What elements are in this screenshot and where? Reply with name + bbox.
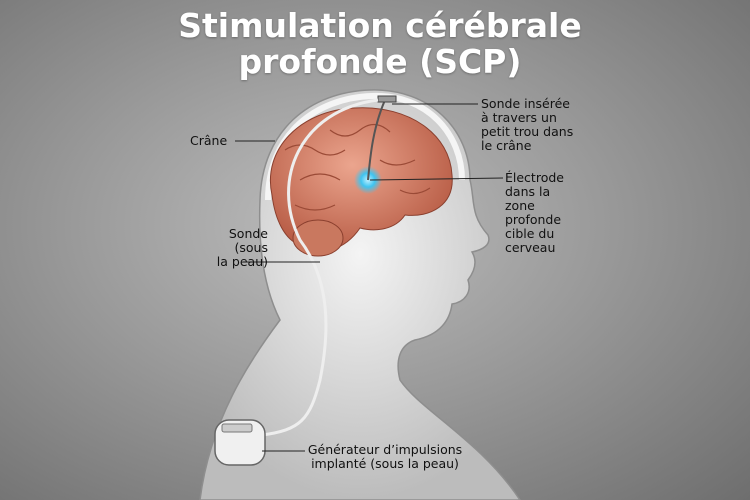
label-line: à travers un xyxy=(481,110,557,125)
pulse-generator xyxy=(214,419,266,466)
label-generator: Générateur d’impulsions implanté (sous l… xyxy=(300,443,470,471)
leader-lines xyxy=(235,103,504,452)
page-title-line2: profonde (SCP) xyxy=(238,42,522,81)
label-line: cerveau xyxy=(505,240,556,255)
label-line: cible du xyxy=(505,226,555,241)
label-line: le crâne xyxy=(481,138,532,153)
electrode-lead xyxy=(367,99,386,181)
label-line: Électrode xyxy=(505,170,564,185)
label-electrode: Électrode dans la zone profonde cible du… xyxy=(505,171,564,255)
label-line: zone xyxy=(505,198,535,213)
label-line: Sonde insérée xyxy=(481,96,570,111)
lead-wire xyxy=(261,98,379,437)
burr-hole-cap xyxy=(377,95,397,103)
label-skull: Crâne xyxy=(190,133,228,148)
label-lead-under-skin: Sonde (sous la peau) xyxy=(180,227,268,269)
label-line: Sonde xyxy=(228,226,268,241)
label-line: la peau) xyxy=(216,254,268,269)
label-line: (sous xyxy=(234,240,268,255)
label-line: dans la xyxy=(505,184,551,199)
label-lead-inserted: Sonde insérée à travers un petit trou da… xyxy=(481,97,573,153)
label-line: profonde xyxy=(505,212,562,227)
label-line: Générateur d’impulsions xyxy=(307,442,463,457)
page-title: Stimulation cérébrale xyxy=(178,6,582,45)
label-line: petit trou dans xyxy=(481,124,574,139)
label-line: implanté (sous la peau) xyxy=(311,456,459,471)
